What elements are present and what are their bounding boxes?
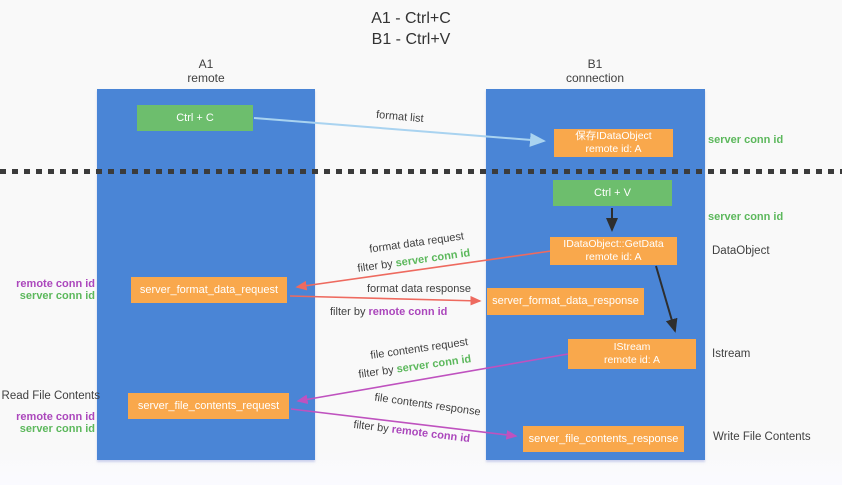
label-write-file-contents: Write File Contents <box>713 431 811 443</box>
filter-by-text: filter by <box>356 258 394 275</box>
label-dataobject: DataObject <box>712 245 770 257</box>
dotted-divider-line <box>0 169 842 174</box>
left-annotation-file: remote conn id server conn id <box>0 412 95 436</box>
label-istream: Istream <box>712 348 751 360</box>
column-b1-name: B1 <box>587 57 603 71</box>
label-server-conn-id-top: server conn id <box>708 134 784 146</box>
label-filter-by-remote-conn-id-2: filter by remote conn id <box>353 419 471 445</box>
label-filter-by-remote-conn-id-1: filter by remote conn id <box>330 306 447 318</box>
node-istream-line1: IStream <box>613 341 651 353</box>
node-server-format-data-response: server_format_data_response <box>487 288 644 315</box>
node-idataobject-getdata-line2: remote id: A <box>585 251 642 263</box>
node-istream-line2: remote id: A <box>603 354 661 366</box>
label-server-conn-id-file: server conn id <box>19 423 95 435</box>
node-server-file-contents-response: server_file_contents_response <box>523 426 684 452</box>
column-header-b1: B1 connection <box>486 57 704 85</box>
node-idataobject-getdata-line1: IDataObject::GetData <box>563 238 664 250</box>
node-save-idataobject-line2: remote id: A <box>585 143 642 155</box>
node-server-format-data-request: server_format_data_request <box>131 277 287 303</box>
label-file-contents-response: file contents response <box>373 391 482 419</box>
column-header-a1: A1 remote <box>97 57 315 85</box>
filter-by-text: filter by <box>357 364 395 381</box>
node-istream: IStream remote id: A <box>568 339 696 369</box>
title-line-2: B1 - Ctrl+V <box>371 31 451 48</box>
node-save-idataobject-line1: 保存IDataObject <box>575 130 652 142</box>
node-ctrl-c: Ctrl + C <box>137 105 253 131</box>
filter-by-text: filter by <box>330 306 366 318</box>
node-server-file-contents-request-label: server_file_contents_request <box>137 399 280 412</box>
label-server-conn-id-format: server conn id <box>19 290 95 302</box>
label-remote-conn-id-file: remote conn id <box>16 411 95 423</box>
node-idataobject-getdata: IDataObject::GetData remote id: A <box>550 237 677 265</box>
node-ctrl-v-label: Ctrl + V <box>594 186 631 199</box>
node-server-file-contents-response-label: server_file_contents_response <box>528 432 679 445</box>
node-server-file-contents-request: server_file_contents_request <box>128 393 289 419</box>
label-format-data-response: format data response <box>367 283 471 295</box>
label-server-conn-id-mid: server conn id <box>708 211 784 223</box>
node-ctrl-c-label: Ctrl + C <box>176 111 214 124</box>
node-ctrl-v: Ctrl + V <box>553 180 672 206</box>
label-read-file-contents: Read File Contents <box>1 390 100 402</box>
column-a1-subtitle: remote <box>187 71 225 85</box>
remote-conn-id-text: remote conn id <box>368 306 448 318</box>
diagram-title: A1 - Ctrl+C B1 - Ctrl+V <box>0 8 822 50</box>
label-format-list: format list <box>375 108 425 126</box>
column-a1-name: A1 <box>198 57 214 71</box>
node-server-format-data-response-label: server_format_data_response <box>492 295 639 307</box>
remote-conn-id-text: remote conn id <box>390 423 471 446</box>
filter-by-text: filter by <box>352 418 390 436</box>
label-remote-conn-id-format: remote conn id <box>16 278 95 290</box>
node-server-format-data-request-label: server_format_data_request <box>139 283 279 296</box>
node-save-idataobject: 保存IDataObject remote id: A <box>554 129 673 157</box>
arrow-format-data-response <box>289 295 482 306</box>
title-line-1: A1 - Ctrl+C <box>371 10 451 27</box>
column-b1-subtitle: connection <box>565 71 625 85</box>
left-annotation-format: remote conn id server conn id <box>0 279 95 303</box>
